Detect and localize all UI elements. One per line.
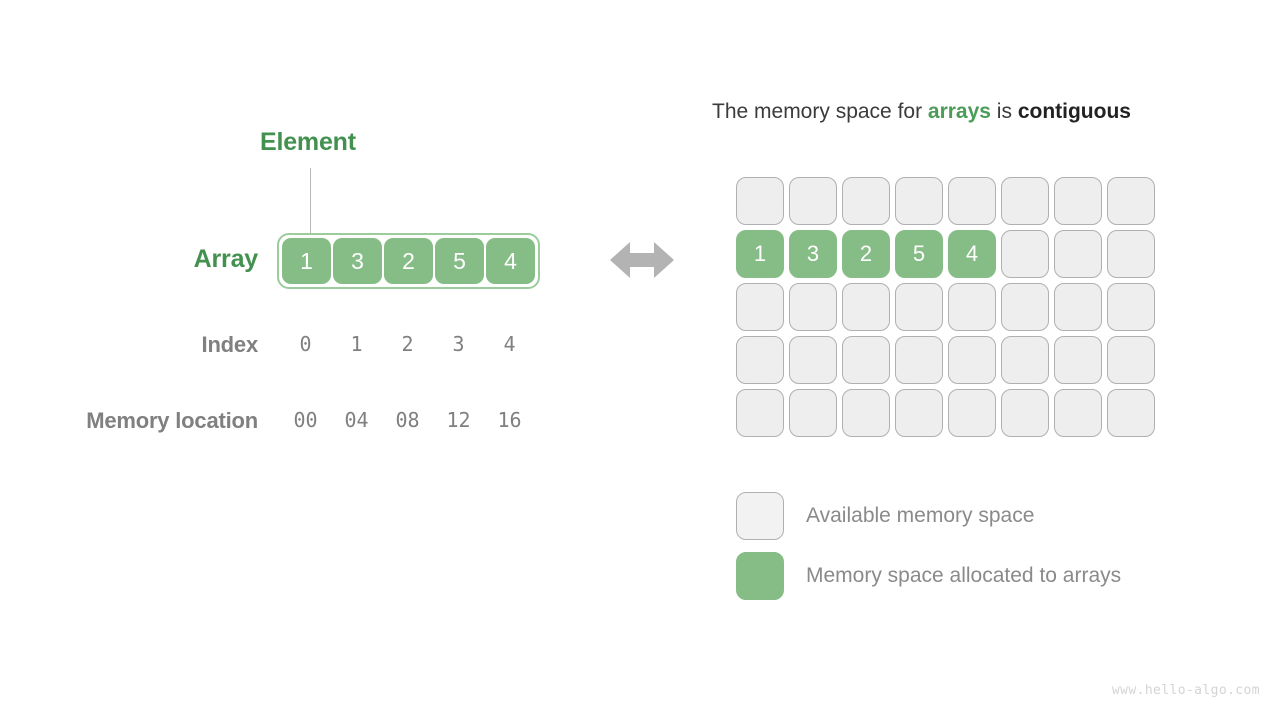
memory-location-value: 04 [344,408,369,432]
memory-cell-free [895,389,943,437]
memory-cell-free [1107,230,1155,278]
memory-cell-free [1054,336,1102,384]
memory-location-value: 08 [395,408,420,432]
memory-cell-free [789,177,837,225]
memory-cell-free [948,283,996,331]
memory-cell-free [842,336,890,384]
memory-cell-free [736,336,784,384]
memory-cell-free [948,336,996,384]
memory-cell-free [948,389,996,437]
memory-title-part1: The memory space for [712,100,928,123]
index-row-label: Index [201,332,259,357]
memory-location-value: 00 [293,408,318,432]
memory-cell-free [1107,389,1155,437]
memory-cell-free [842,389,890,437]
legend-label: Memory space allocated to arrays [806,564,1122,587]
array-row-label: Array [193,245,259,273]
memory-cell-free [1054,177,1102,225]
memory-cell-free [789,389,837,437]
memory-cell-free [895,177,943,225]
array-cell: 5 [435,238,484,284]
memory-cell-free [789,283,837,331]
memory-cell-allocated: 4 [948,230,996,278]
memory-location-value: 16 [497,408,522,432]
memory-cell-free [895,283,943,331]
memory-cell-free [736,177,784,225]
memory-cell-free [948,177,996,225]
memory-cell-allocated: 2 [842,230,890,278]
memory-grid-row [736,177,1155,225]
memory-grid-row [736,336,1155,384]
memory-cell-free [1107,283,1155,331]
memory-cell-free [1001,389,1049,437]
index-value: 4 [503,332,516,356]
double-arrow-icon [610,238,674,282]
memory-cell-free [789,336,837,384]
memory-location-row-label: Memory location [86,408,258,433]
legend-swatch-allocated-icon [736,552,784,600]
memory-cell-free [736,389,784,437]
index-value: 2 [401,332,414,356]
array-cell: 2 [384,238,433,284]
memory-cell-allocated: 1 [736,230,784,278]
array-cell: 4 [486,238,535,284]
array-cell: 1 [282,238,331,284]
memory-location-value: 12 [446,408,471,432]
index-value: 3 [452,332,465,356]
memory-layout-diagram: The memory space for arrays is contiguou… [690,0,1280,720]
memory-grid-row [736,389,1155,437]
memory-cell-allocated: 3 [789,230,837,278]
memory-cell-free [1054,389,1102,437]
memory-cell-allocated: 5 [895,230,943,278]
memory-title-arrays-highlight: arrays [927,100,991,123]
memory-location-values-row: 00 04 08 12 16 [280,408,535,432]
legend-row: Available memory space [736,492,1121,540]
memory-cell-free [1107,177,1155,225]
index-value: 0 [299,332,312,356]
index-value: 1 [350,332,363,356]
legend-label: Available memory space [806,504,1035,527]
memory-cell-free [842,283,890,331]
memory-cell-free [1001,230,1049,278]
memory-cell-free [1107,336,1155,384]
memory-cell-free [1054,230,1102,278]
site-watermark: www.hello-algo.com [1111,683,1260,698]
element-callout-connector-line [310,168,311,238]
memory-title-contiguous-highlight: contiguous [1017,100,1131,123]
memory-cell-free [1001,336,1049,384]
memory-cell-free [736,283,784,331]
legend-row: Memory space allocated to arrays [736,552,1121,600]
legend-swatch-free-icon [736,492,784,540]
memory-grid-row [736,283,1155,331]
memory-cell-free [842,177,890,225]
memory-title: The memory space for arrays is contiguou… [712,100,1131,124]
memory-cell-free [1001,283,1049,331]
element-callout-label: Element [260,128,356,156]
index-values-row: 0 1 2 3 4 [280,332,535,356]
array-cell: 3 [333,238,382,284]
memory-cell-free [1054,283,1102,331]
memory-cell-free [1001,177,1049,225]
memory-cell-free [895,336,943,384]
memory-title-part2: is [990,100,1018,123]
